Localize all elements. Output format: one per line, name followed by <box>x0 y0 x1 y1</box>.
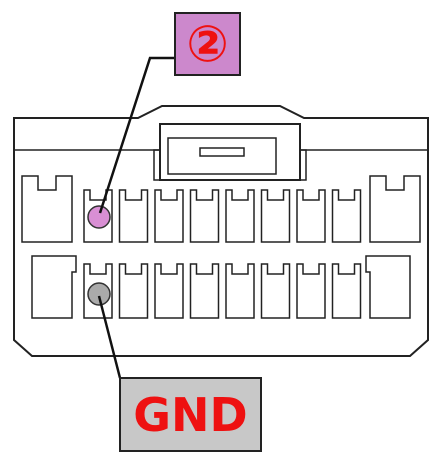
pin-cavity-top-3 <box>154 189 184 243</box>
pin-cavity-bottom-5 <box>225 263 255 319</box>
pin-cavity-bottom-4 <box>189 263 220 319</box>
top-pin-row <box>83 189 362 243</box>
leader-line-pin2 <box>98 56 174 214</box>
pin-cavity-top-6 <box>260 189 291 243</box>
pin-cavity-bottom-2 <box>118 263 149 319</box>
pin-cavity-top-7 <box>296 189 326 243</box>
pin-cavity-bottom-8 <box>331 263 362 319</box>
pin-cavity-top-4 <box>189 189 220 243</box>
key-bottom-right <box>365 255 411 319</box>
key-top-right <box>369 175 421 243</box>
pin-cavity-top-5 <box>225 189 255 243</box>
bottom-pin-row <box>83 263 362 319</box>
ground-label: GND <box>119 377 262 452</box>
pin-marker-gnd <box>87 282 111 306</box>
pin-cavity-bottom-3 <box>154 263 184 319</box>
key-top-left <box>21 175 73 243</box>
connector-latch <box>153 123 307 181</box>
pin-number-label: ② <box>174 12 241 76</box>
key-bottom-left <box>31 255 77 319</box>
pin-cavity-bottom-7 <box>296 263 326 319</box>
pin-marker-2 <box>87 205 111 229</box>
pin-cavity-top-8 <box>331 189 362 243</box>
leader-line-gnd <box>97 295 122 379</box>
pin-cavity-top-2 <box>118 189 149 243</box>
pin-number-text: ② <box>186 15 229 73</box>
ground-label-text: GND <box>133 388 248 442</box>
pin-cavity-bottom-6 <box>260 263 291 319</box>
